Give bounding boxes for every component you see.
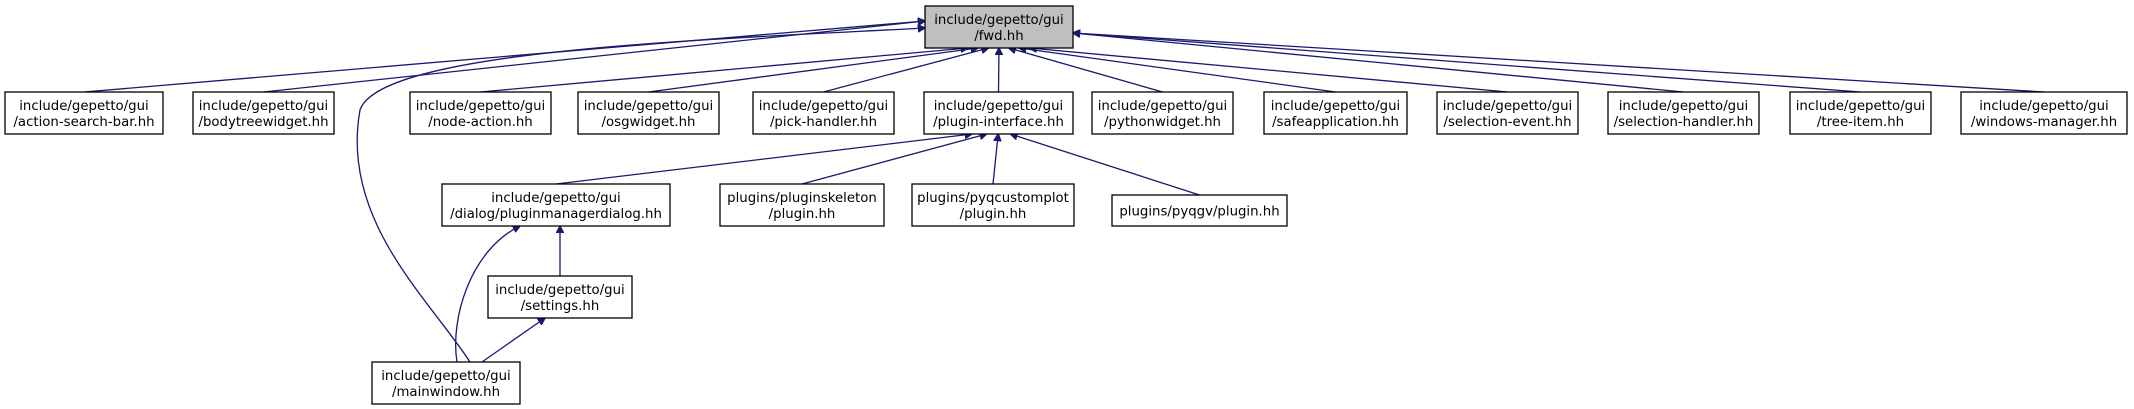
edge-action-to-fwd xyxy=(83,21,925,93)
node-label-line: /safeapplication.hh xyxy=(1272,115,1399,130)
node-label-line: include/gepetto/gui xyxy=(1443,99,1573,114)
node-selevent[interactable]: include/gepetto/gui/selection-event.hh xyxy=(1436,91,1579,135)
node-label-line: /plugin-interface.hh xyxy=(933,115,1064,130)
nodes-layer: include/gepetto/gui/fwd.hhinclude/gepett… xyxy=(4,5,2128,405)
node-box xyxy=(923,91,1074,135)
node-label-line: /plugin.hh xyxy=(960,207,1027,222)
node-label-line: /pythonwidget.hh xyxy=(1104,115,1221,130)
node-selhandler[interactable]: include/gepetto/gui/selection-handler.hh xyxy=(1607,91,1760,135)
node-label-line: /selection-handler.hh xyxy=(1614,115,1754,130)
edge-mainwin-to-fwd xyxy=(356,28,925,363)
edge-nodeaction-to-fwd xyxy=(480,48,968,93)
node-box xyxy=(1789,91,1932,135)
edge-tree-to-fwd xyxy=(1073,33,1861,93)
edge-python-to-fwd xyxy=(1009,48,1163,93)
node-label-line: /mainwindow.hh xyxy=(392,385,500,400)
node-label-line: include/gepetto/gui xyxy=(1796,99,1926,114)
node-box xyxy=(487,275,633,319)
node-label-line: /pick-handler.hh xyxy=(770,115,877,130)
node-label-line: include/gepetto/gui xyxy=(584,99,714,114)
edge-pyqcp-to-plugin xyxy=(992,134,998,185)
node-skel[interactable]: plugins/pluginskeleton/plugin.hh xyxy=(719,183,885,227)
node-python[interactable]: include/gepetto/gui/pythonwidget.hh xyxy=(1091,91,1234,135)
node-box xyxy=(911,183,1075,227)
node-box xyxy=(441,183,671,227)
node-safe[interactable]: include/gepetto/gui/safeapplication.hh xyxy=(1263,91,1408,135)
node-box xyxy=(1960,91,2128,135)
node-box xyxy=(409,91,552,135)
node-label-line: /tree-item.hh xyxy=(1817,115,1904,130)
node-mainwin[interactable]: include/gepetto/gui/mainwindow.hh xyxy=(371,361,521,405)
node-label-line: /fwd.hh xyxy=(974,29,1023,44)
node-label-line: /plugin.hh xyxy=(769,207,836,222)
edge-osg-to-fwd xyxy=(648,48,978,93)
node-label-line: plugins/pyqcustomplot xyxy=(917,191,1069,206)
node-pyqcp[interactable]: plugins/pyqcustomplot/plugin.hh xyxy=(911,183,1075,227)
node-label-line: include/gepetto/gui xyxy=(491,191,621,206)
node-box xyxy=(577,91,720,135)
node-label-line: /windows-manager.hh xyxy=(1971,115,2117,130)
node-plugin[interactable]: include/gepetto/gui/plugin-interface.hh xyxy=(923,91,1074,135)
node-label-line: include/gepetto/gui xyxy=(495,283,625,298)
node-osg[interactable]: include/gepetto/gui/osgwidget.hh xyxy=(577,91,720,135)
node-box xyxy=(371,361,521,405)
node-box xyxy=(924,5,1074,49)
node-bodytree[interactable]: include/gepetto/gui/bodytreewidget.hh xyxy=(192,91,335,135)
node-box xyxy=(1111,194,1288,227)
edge-pmdialog-to-plugin xyxy=(555,134,972,185)
node-box xyxy=(1607,91,1760,135)
node-box xyxy=(1263,91,1408,135)
node-winmgr[interactable]: include/gepetto/gui/windows-manager.hh xyxy=(1960,91,2128,135)
edge-pyqgv-to-plugin xyxy=(1011,134,1200,196)
node-box xyxy=(192,91,335,135)
node-action[interactable]: include/gepetto/gui/action-search-bar.hh xyxy=(4,91,164,135)
edge-mainwin-to-settings xyxy=(481,318,545,363)
node-pmdialog[interactable]: include/gepetto/gui/dialog/pluginmanager… xyxy=(441,183,671,227)
edge-safe-to-fwd xyxy=(1019,48,1336,93)
node-label-line: /node-action.hh xyxy=(428,115,532,130)
node-box xyxy=(752,91,895,135)
node-label-line: include/gepetto/gui xyxy=(1098,99,1228,114)
edge-mainwin-to-pmdialog xyxy=(455,226,520,363)
node-label-line: include/gepetto/gui xyxy=(934,13,1064,28)
node-pick[interactable]: include/gepetto/gui/pick-handler.hh xyxy=(752,91,895,135)
node-label-line: include/gepetto/gui xyxy=(1619,99,1749,114)
edge-skel-to-plugin xyxy=(801,134,987,185)
edge-winmgr-to-fwd xyxy=(1073,33,2045,93)
node-pyqgv[interactable]: plugins/pyqgv/plugin.hh xyxy=(1111,194,1288,227)
edge-pick-to-fwd xyxy=(823,48,989,93)
node-label-line: /bodytreewidget.hh xyxy=(198,115,328,130)
edge-bodytree-to-fwd xyxy=(263,21,926,93)
node-label-line: include/gepetto/gui xyxy=(1271,99,1401,114)
node-nodeaction[interactable]: include/gepetto/gui/node-action.hh xyxy=(409,91,552,135)
node-label-line: include/gepetto/gui xyxy=(759,99,889,114)
node-box xyxy=(4,91,164,135)
node-tree[interactable]: include/gepetto/gui/tree-item.hh xyxy=(1789,91,1932,135)
node-label-line: /selection-event.hh xyxy=(1444,115,1572,130)
node-label-line: include/gepetto/gui xyxy=(934,99,1064,114)
node-label-line: plugins/pyqgv/plugin.hh xyxy=(1119,205,1279,220)
node-label-line: include/gepetto/gui xyxy=(381,369,511,384)
edge-selhandler-to-fwd xyxy=(1073,33,1684,93)
edge-selevent-to-fwd xyxy=(1030,48,1508,93)
node-label-line: include/gepetto/gui xyxy=(199,99,329,114)
node-label-line: /settings.hh xyxy=(521,299,600,314)
node-settings[interactable]: include/gepetto/gui/settings.hh xyxy=(487,275,633,319)
node-box xyxy=(1436,91,1579,135)
edges-layer xyxy=(83,21,2045,363)
node-label-line: include/gepetto/gui xyxy=(416,99,546,114)
node-label-line: plugins/pluginskeleton xyxy=(727,191,877,206)
node-label-line: /action-search-bar.hh xyxy=(13,115,154,130)
node-label-line: /dialog/pluginmanagerdialog.hh xyxy=(450,207,662,222)
node-box xyxy=(719,183,885,227)
node-label-line: include/gepetto/gui xyxy=(1979,99,2109,114)
node-label-line: include/gepetto/gui xyxy=(19,99,149,114)
node-label-line: /osgwidget.hh xyxy=(602,115,696,130)
node-fwd[interactable]: include/gepetto/gui/fwd.hh xyxy=(924,5,1074,49)
node-box xyxy=(1091,91,1234,135)
